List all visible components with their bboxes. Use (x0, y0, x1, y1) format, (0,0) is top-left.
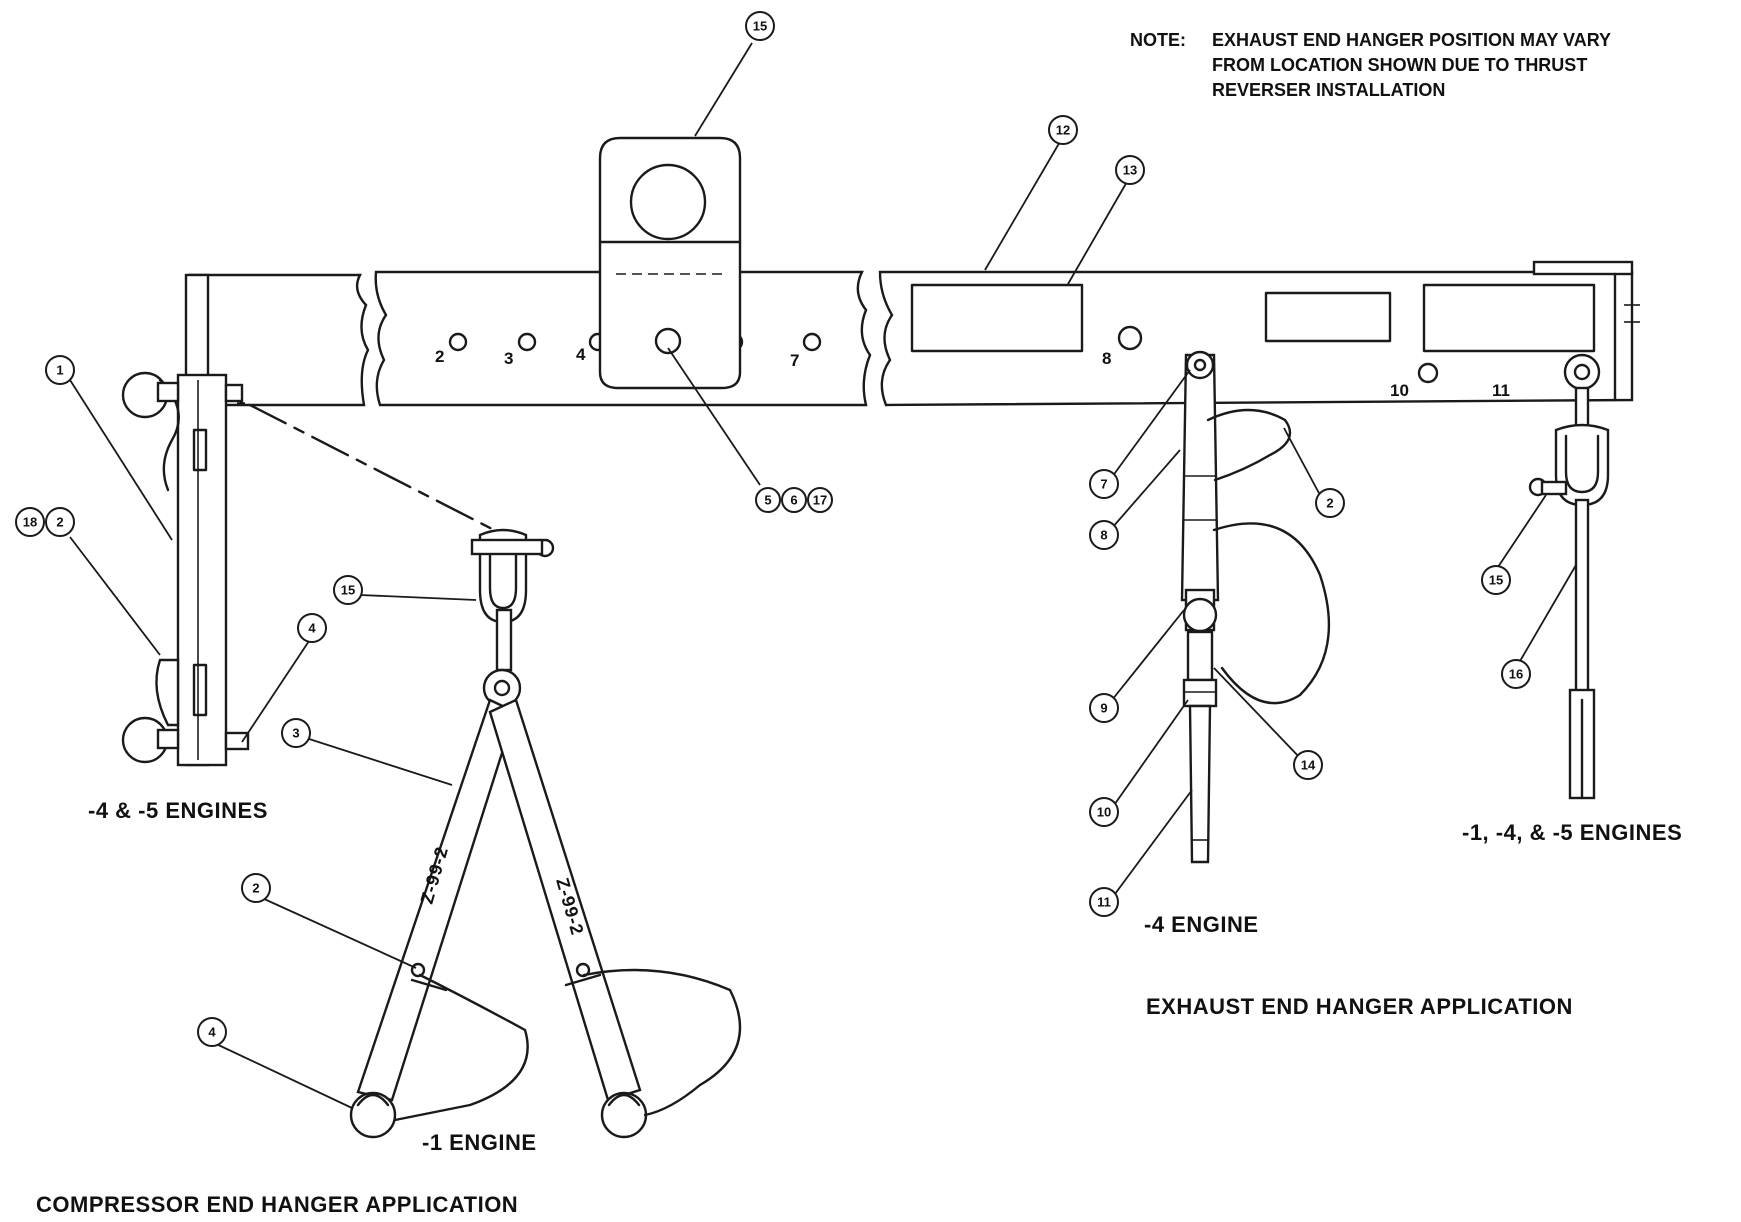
beam-hole-7 (802, 332, 822, 352)
svg-text:2: 2 (56, 515, 63, 530)
svg-text:5: 5 (764, 493, 771, 508)
note-line-1: EXHAUST END HANGER POSITION MAY VARY (1212, 30, 1611, 50)
callout-4-left: 4 (297, 613, 327, 643)
svg-text:3: 3 (292, 726, 299, 741)
callout-10: 10 (1089, 797, 1119, 827)
callout-18: 18 (15, 507, 45, 537)
note-prefix: NOTE: (1130, 30, 1186, 50)
beam-window-1 (910, 283, 1084, 353)
callout-6: 6 (781, 487, 807, 513)
dashed-rigging-line (248, 403, 496, 532)
callout-9: 9 (1089, 693, 1119, 723)
callout-2-a-frame: 2 (241, 873, 271, 903)
safety-cable-exhaust-upper (1206, 408, 1292, 482)
svg-text:15: 15 (341, 583, 355, 598)
beam-hole-10 (1417, 362, 1439, 384)
label-engines-4-5: -4 & -5 ENGINES (88, 798, 268, 823)
svg-text:6: 6 (790, 493, 797, 508)
callout-11: 11 (1089, 887, 1119, 917)
a-frame-right-leg (488, 698, 642, 1102)
svg-text:1: 1 (56, 363, 63, 378)
lifting-link-eye (629, 163, 707, 241)
hanger-beam: 1 2 3 4 7 8 10 11 (188, 260, 1640, 408)
safety-cable-right (582, 968, 742, 1117)
callout-5: 5 (755, 487, 781, 513)
exhaust-hanger-bar (1180, 353, 1220, 602)
label-engine-4: -4 ENGINE (1144, 912, 1259, 937)
svg-text:4: 4 (208, 1025, 216, 1040)
svg-text:2: 2 (1326, 496, 1333, 511)
beam-segment-right (878, 270, 1634, 407)
beam-window-2 (1264, 291, 1392, 343)
hole-number-10: 10 (1390, 381, 1409, 400)
callout-2-left: 2 (45, 507, 75, 537)
callout-16: 16 (1501, 659, 1531, 689)
callout-3: 3 (281, 718, 311, 748)
svg-text:8: 8 (1100, 528, 1107, 543)
svg-text:18: 18 (23, 515, 37, 530)
beam-hole-2 (448, 332, 468, 352)
note-line-2: FROM LOCATION SHOWN DUE TO THRUST (1212, 55, 1587, 75)
beam-segment-left (188, 273, 370, 407)
svg-text:14: 14 (1301, 758, 1316, 773)
safety-cable-left (393, 973, 529, 1122)
beam-end-cap (1532, 260, 1634, 276)
callout-7: 7 (1089, 469, 1119, 499)
compressor-hanger-side-view (121, 273, 250, 767)
svg-text:10: 10 (1097, 805, 1111, 820)
hole-number-3: 3 (504, 349, 513, 368)
callout-15-middle: 15 (333, 575, 363, 605)
leader-lines (69, 42, 1577, 1109)
beam-hole-3 (517, 332, 537, 352)
hanger-rod-right (1574, 498, 1590, 702)
callout-2-exhaust: 2 (1315, 488, 1345, 518)
beam-hole-8 (1117, 325, 1143, 351)
svg-text:17: 17 (813, 493, 827, 508)
svg-text:15: 15 (1489, 573, 1503, 588)
callout-4-a-frame: 4 (197, 1017, 227, 1047)
svg-text:13: 13 (1123, 163, 1137, 178)
svg-text:9: 9 (1100, 701, 1107, 716)
callout-15-right: 15 (1481, 565, 1511, 595)
hole-number-4: 4 (576, 345, 586, 364)
label-compressor-title: COMPRESSOR END HANGER APPLICATION (36, 1192, 518, 1217)
svg-text:15: 15 (753, 19, 767, 34)
callout-15-top: 15 (745, 11, 775, 41)
hole-number-7: 7 (790, 351, 799, 370)
safety-cable-exhaust-lower (1212, 522, 1331, 705)
callout-14: 14 (1293, 750, 1323, 780)
hole-number-2: 2 (435, 347, 444, 366)
lifting-link-pin-hole (654, 327, 682, 355)
eye-bolt-right (1563, 353, 1601, 391)
hole-number-11: 11 (1492, 381, 1510, 400)
svg-text:7: 7 (1100, 477, 1107, 492)
exhaust-hanger-4-engine (1180, 350, 1331, 864)
exhaust-hanger-right (1528, 353, 1610, 800)
beam-window-3 (1422, 283, 1596, 353)
lifting-link (598, 136, 742, 390)
exhaust-hanger-threaded-rod (1188, 704, 1212, 864)
label-engines-1-4-5: -1, -4, & -5 ENGINES (1462, 820, 1682, 845)
hanger-plate-inner (176, 373, 228, 767)
svg-text:12: 12 (1056, 123, 1070, 138)
callout-13: 13 (1115, 155, 1145, 185)
note-block: NOTE: EXHAUST END HANGER POSITION MAY VA… (1130, 30, 1611, 100)
label-engine-1: -1 ENGINE (422, 1130, 537, 1155)
callout-12: 12 (1048, 115, 1078, 145)
note-line-3: REVERSER INSTALLATION (1212, 80, 1445, 100)
svg-text:11: 11 (1097, 895, 1111, 910)
callout-1: 1 (45, 355, 75, 385)
svg-text:4: 4 (308, 621, 316, 636)
callout-17: 17 (807, 487, 833, 513)
hole-number-8: 8 (1102, 349, 1111, 368)
lug-ball-right-foot (600, 1091, 648, 1139)
lug-ball-left-foot (349, 1091, 397, 1139)
svg-text:16: 16 (1509, 667, 1523, 682)
svg-text:2: 2 (252, 881, 259, 896)
label-exhaust-title: EXHAUST END HANGER APPLICATION (1146, 994, 1573, 1019)
compressor-a-frame: Z-99-2 Z-99-2 (349, 528, 742, 1139)
callout-8: 8 (1089, 520, 1119, 550)
